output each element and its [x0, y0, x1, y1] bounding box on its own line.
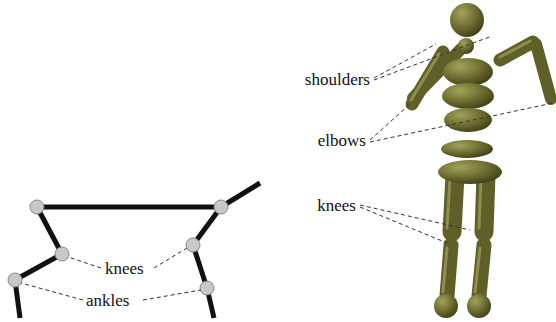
joint-label: shoulders: [303, 71, 372, 88]
joint-label: ankles: [84, 292, 131, 309]
leader-lines: [21, 36, 553, 300]
joint-dots: [8, 200, 228, 295]
humanoid-figure: [411, 3, 551, 318]
skeleton: [15, 183, 260, 318]
joint-label: knees: [315, 197, 358, 214]
joint-label: knees: [103, 260, 146, 277]
joint-label: elbows: [316, 132, 368, 149]
